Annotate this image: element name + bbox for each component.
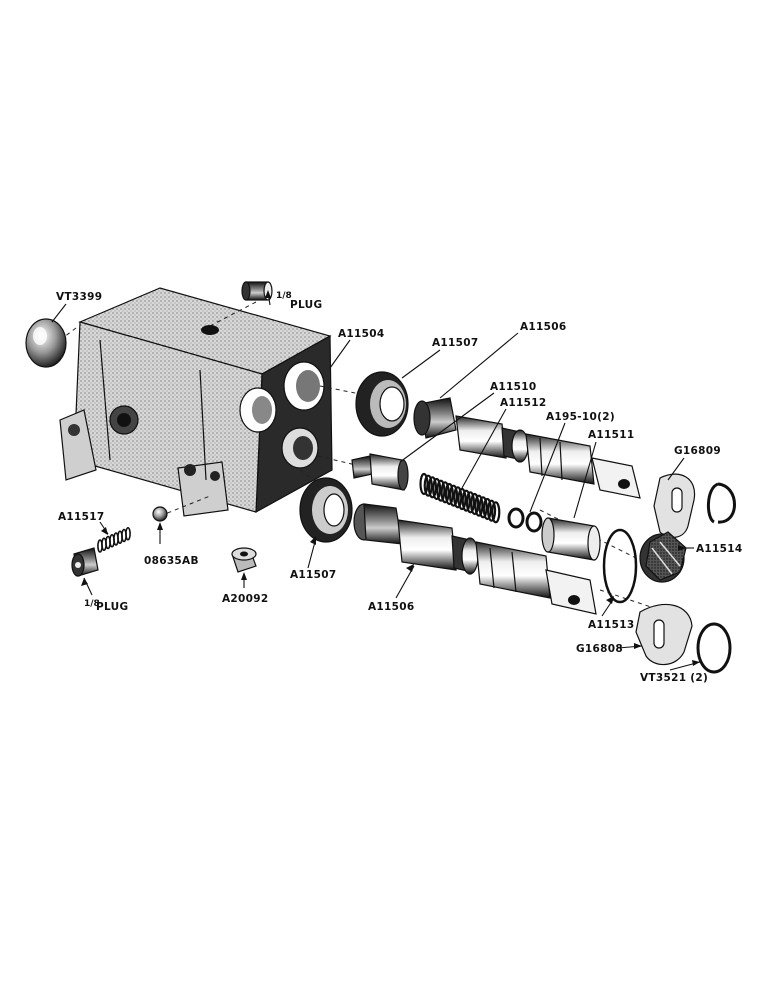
label-a11506-bottom: A11506 <box>368 601 414 613</box>
label-a20092: A20092 <box>222 593 268 605</box>
part-08635ab-ball <box>152 506 168 522</box>
spring-coil <box>125 526 131 541</box>
spring-coil <box>436 479 446 502</box>
centerline-cap <box>539 509 641 561</box>
label-plug-top: PLUG <box>290 299 322 311</box>
spring-coil <box>486 499 497 522</box>
part-snap-ring-upper <box>707 482 736 524</box>
label-plug-bottom: PLUG <box>96 601 128 613</box>
spring-coil <box>423 474 433 497</box>
part-g16808-plate <box>635 603 693 666</box>
part-a11507-seal-upper <box>355 371 409 437</box>
part-a11517-spring <box>97 526 131 553</box>
label-a11507-bottom: A11507 <box>290 569 336 581</box>
spring-coil <box>457 487 467 511</box>
spring-coil <box>419 472 429 496</box>
label-g16809: G16809 <box>674 445 721 457</box>
part-a11511-sleeve <box>541 517 601 561</box>
label-08635ab: 08635AB <box>144 555 199 567</box>
label-a11511: A11511 <box>588 429 634 441</box>
spring-coil <box>453 486 463 509</box>
spring-coil <box>470 492 480 516</box>
spring-coil <box>482 497 492 521</box>
part-a20092-nut <box>231 547 257 573</box>
part-a11510-plunger <box>351 453 409 491</box>
label-a11513: A11513 <box>588 619 634 631</box>
label-a11510: A11510 <box>490 381 536 393</box>
label-plug-bottom-fraction: 1/8 <box>84 599 100 609</box>
part-vt3399-expansion-plug <box>25 318 67 368</box>
centerline-upper-bore <box>319 385 361 395</box>
label-a11517: A11517 <box>58 511 104 523</box>
label-a11504: A11504 <box>338 328 384 340</box>
spring-coil <box>427 476 438 499</box>
part-g16809-plate <box>653 473 696 538</box>
label-a11507-top: A11507 <box>432 337 478 349</box>
part-labels: VT3399 1/8 PLUG A11504 A11507 A11506 A11… <box>56 291 742 684</box>
part-a195-10-washers <box>507 507 543 533</box>
part-a11513-gasket <box>602 528 638 604</box>
label-plug-top-fraction: 1/8 <box>276 291 292 301</box>
spring-coil <box>461 489 471 512</box>
spring-coil <box>440 481 450 504</box>
part-a11512-spring <box>419 472 501 524</box>
spring-coil <box>478 496 488 519</box>
spring-coil <box>465 491 476 514</box>
arrowheads <box>81 290 700 666</box>
label-a11514: A11514 <box>696 543 742 555</box>
spring-coil <box>448 484 459 507</box>
leader-lines <box>51 291 701 671</box>
spring-coil <box>491 501 501 524</box>
part-a11506-spool-lower <box>353 503 597 615</box>
part-a11514-cap <box>639 531 687 583</box>
valve-body <box>59 287 333 517</box>
part-a11506-spool-upper <box>413 397 641 499</box>
spring-coil <box>432 477 442 501</box>
spring-coil <box>474 494 484 517</box>
part-a11507-seal-lower <box>299 477 353 543</box>
label-g16808: G16808 <box>576 643 623 655</box>
centerline-top-plug <box>209 301 257 327</box>
label-vt3521: VT3521 (2) <box>640 672 708 684</box>
part-bottom-pipe-plug <box>71 547 99 577</box>
label-a11512: A11512 <box>500 397 546 409</box>
centerline-ball <box>159 495 211 517</box>
spring-coil <box>444 482 454 506</box>
label-a11506-top: A11506 <box>520 321 566 333</box>
label-a195-10: A195-10(2) <box>546 411 615 423</box>
label-vt3399: VT3399 <box>56 291 102 303</box>
part-vt3521-snap-ring-lower <box>696 622 732 674</box>
